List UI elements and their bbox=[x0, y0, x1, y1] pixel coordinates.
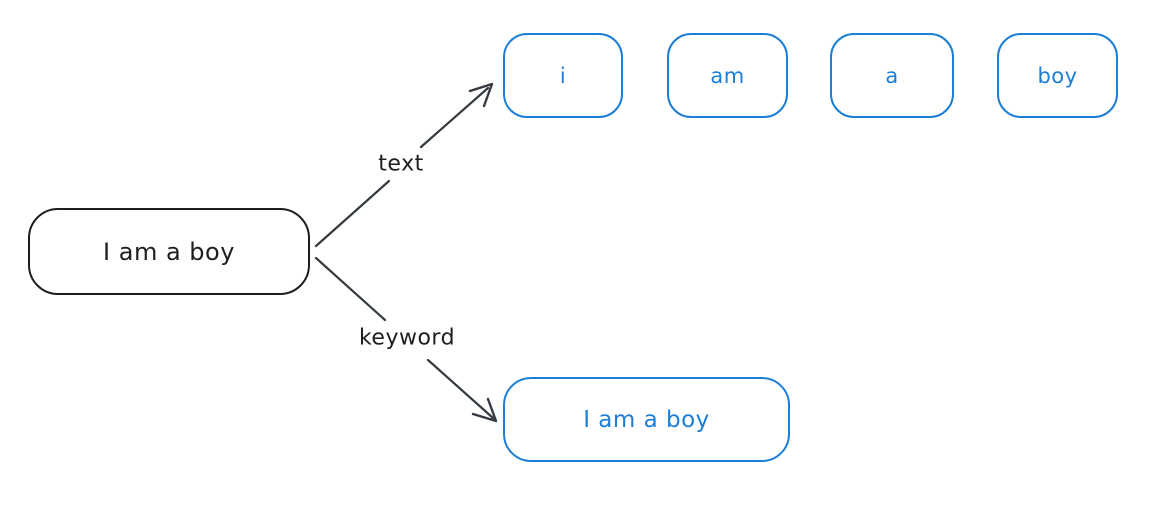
keyword-arrow bbox=[314, 256, 498, 423]
token-node: am bbox=[667, 33, 788, 118]
text-arrow-label: text bbox=[375, 150, 427, 178]
keyword-result-node: I am a boy bbox=[503, 377, 790, 462]
text-arrowhead-icon bbox=[468, 82, 494, 108]
token-node-label: i bbox=[559, 63, 567, 88]
token-node: i bbox=[503, 33, 623, 118]
keyword-arrow-label: keyword bbox=[355, 324, 459, 352]
source-node-label: I am a boy bbox=[103, 237, 235, 266]
keyword-arrowhead-icon bbox=[471, 397, 498, 423]
token-node-label: a bbox=[885, 63, 899, 88]
text-arrow bbox=[314, 82, 494, 248]
token-node: boy bbox=[997, 33, 1118, 118]
token-node-label: boy bbox=[1037, 63, 1078, 88]
keyword-result-label: I am a boy bbox=[583, 406, 710, 433]
source-node: I am a boy bbox=[28, 208, 310, 295]
token-node-label: am bbox=[710, 63, 745, 88]
token-node: a bbox=[830, 33, 954, 118]
